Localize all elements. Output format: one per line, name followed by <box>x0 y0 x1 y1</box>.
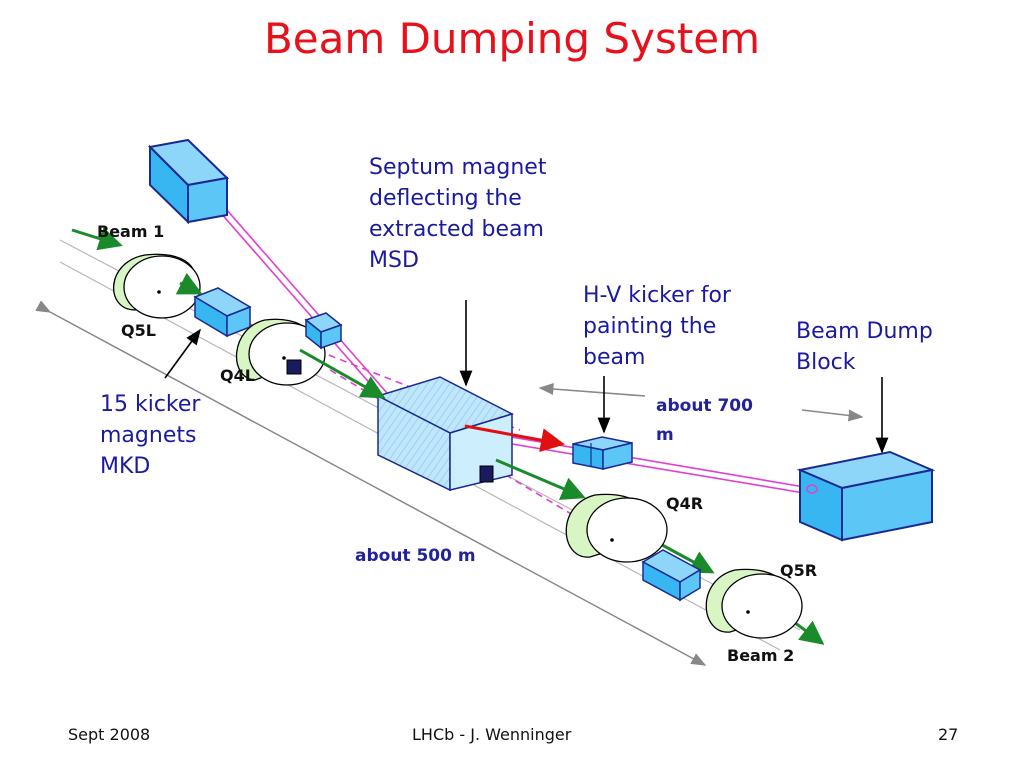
about-700-label: about 700 m <box>656 396 753 445</box>
septum-top-box <box>304 312 343 350</box>
kicker-magnets-label: 15 kicker magnets MKD <box>100 392 201 479</box>
quadrupole-q4l <box>235 318 326 386</box>
q5r-label: Q5R <box>780 561 818 580</box>
quadrupole-q5l <box>112 253 201 319</box>
beam-dump-block <box>796 450 936 542</box>
q5l-label: Q5L <box>121 321 156 340</box>
beam2-label: Beam 2 <box>727 646 795 665</box>
q4l-label: Q4L <box>220 366 255 385</box>
hv-kicker-box <box>572 436 633 470</box>
slide-title: Beam Dumping System <box>263 14 761 63</box>
top-dump-block <box>147 138 230 225</box>
q5r-kicker-box <box>641 549 702 602</box>
about-500-label: about 500 m <box>355 546 476 566</box>
dump-block-label: Beam Dump Block <box>796 319 933 375</box>
quadrupole-q4r <box>565 493 668 563</box>
pointer-arrows <box>164 300 889 454</box>
footer-page-number: 27 <box>938 725 959 744</box>
q4r-label: Q4R <box>666 494 704 513</box>
distance-700-arrow-right <box>801 409 864 422</box>
beam1-label: Beam 1 <box>97 222 165 241</box>
kicked-beam <box>464 424 565 452</box>
footer-author: LHCb - J. Wenninger <box>412 725 572 744</box>
distance-500-arrow <box>35 300 707 666</box>
septum-magnet-msd <box>376 376 514 492</box>
quadrupole-q5r <box>705 568 803 639</box>
septum-label: Septum magnet deflecting the extracted b… <box>369 155 547 273</box>
footer-date: Sept 2008 <box>68 725 151 744</box>
distance-700-arrow-left <box>538 383 646 397</box>
kicker-box-mkd <box>193 287 252 338</box>
hv-kicker-label: H-V kicker for painting the beam <box>583 283 731 370</box>
